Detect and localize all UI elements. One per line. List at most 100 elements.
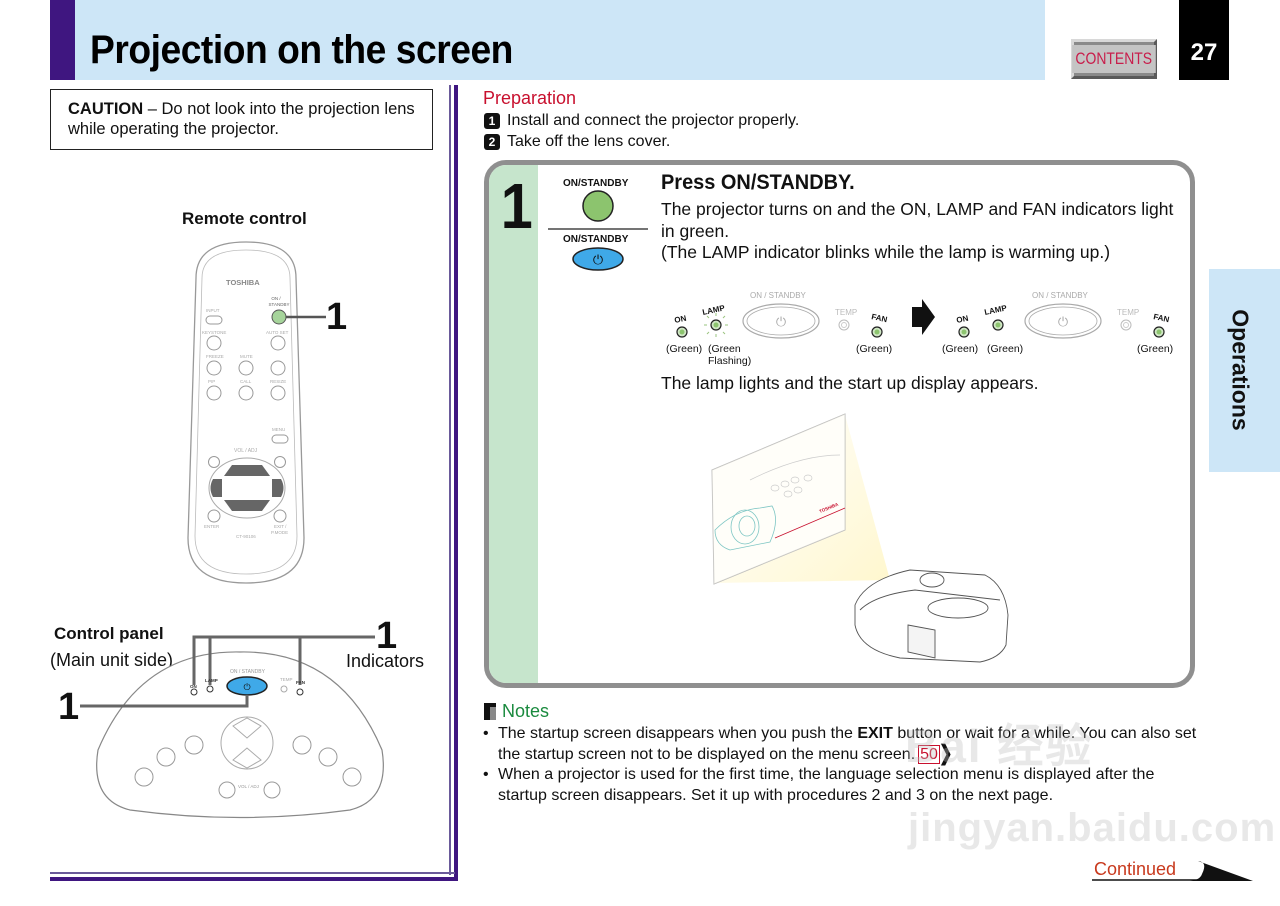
before-lamp-caption: (Green Flashing) [708, 343, 752, 367]
temp-label: TEMP [835, 308, 857, 317]
column-divider-thick [454, 85, 458, 881]
step-number: 1 [500, 170, 533, 242]
svg-text:FAN: FAN [1153, 312, 1171, 324]
bottom-rule [50, 872, 455, 874]
page-title: Projection on the screen [90, 28, 513, 72]
svg-text:STANDBY: STANDBY [269, 302, 290, 307]
svg-text:CALL: CALL [240, 379, 252, 384]
remote-button-label: ON/STANDBY [563, 178, 629, 189]
note-text: button or wait for a while. You can also… [498, 725, 1197, 763]
continued-link[interactable]: Continued [1094, 859, 1177, 879]
control-panel-title: Control panel [54, 624, 164, 643]
remote-model: CT-90106 [236, 534, 256, 539]
contents-button-label: CONTENTS [1072, 45, 1156, 73]
fan-label: FAN [871, 312, 889, 324]
svg-text:P.MODE: P.MODE [271, 530, 288, 535]
step-buttons-illustration: ⏻ [548, 190, 648, 271]
page-reference-link[interactable]: 50 [918, 744, 940, 764]
notes-title-text: Notes [502, 701, 550, 721]
caution-label: CAUTION [68, 100, 144, 118]
remote-control-illustration: TOSHIBA ON / STANDBY INPUT KEYSTONE AUTO… [187, 241, 326, 584]
contents-button[interactable]: CONTENTS [1071, 39, 1157, 79]
lamp-label: LAMP [702, 303, 727, 317]
caution-text: – Do not look into the projection lens w… [68, 100, 415, 138]
after-on-caption: (Green) [942, 343, 979, 355]
step-body-line: (The LAMP indicator blinks while the lam… [661, 242, 1111, 262]
step-heading: Press ON/STANDBY. [661, 171, 855, 194]
svg-text:FREEZE: FREEZE [206, 354, 224, 359]
step-body-line: The projector turns on and the ON, LAMP … [661, 199, 1174, 241]
header-accent-bar [50, 0, 75, 80]
svg-text:TEMP: TEMP [1117, 308, 1139, 317]
watermark-url: jingyan.baidu.com [908, 806, 1277, 850]
step-number-badge: 2 [484, 134, 500, 150]
svg-text:AUTO SET: AUTO SET [266, 330, 289, 335]
panel-label: ON / STANDBY [750, 291, 807, 300]
svg-text:⏻: ⏻ [776, 314, 786, 329]
control-panel-subtitle: (Main unit side) [50, 650, 174, 670]
indicators-label: Indicators [346, 651, 425, 671]
page-number: 27 [1179, 0, 1229, 80]
svg-text:ON / STANDBY: ON / STANDBY [230, 669, 266, 675]
svg-text:PIP: PIP [208, 379, 215, 384]
svg-text:FAN: FAN [296, 680, 305, 685]
svg-text:VOL / ADJ: VOL / ADJ [238, 784, 259, 789]
svg-text:ON: ON [956, 314, 970, 325]
projector-body [854, 569, 1009, 663]
preparation-step: 2 Take off the lens cover. [484, 133, 670, 151]
note-bold-text: EXIT [857, 725, 893, 742]
indicator-state-before: ON LAMP ON / STANDBY ⏻ TEMP FAN [674, 291, 889, 339]
svg-text:LAMP: LAMP [984, 303, 1009, 317]
blue-on-standby-button-icon [572, 247, 624, 271]
column-divider [449, 85, 451, 875]
panel-button-label: ON/STANDBY [563, 234, 629, 245]
power-icon: ⏻ [593, 252, 603, 267]
remote-brand: TOSHIBA [226, 278, 260, 287]
indicators-callout-number: 1 [376, 615, 398, 657]
caution-box: CAUTION – Do not look into the projectio… [50, 89, 433, 150]
section-tab[interactable] [1209, 269, 1280, 472]
notes-list: The startup screen disappears when you p… [482, 724, 1202, 806]
before-fan-caption: (Green) [856, 343, 893, 355]
step-strip [489, 165, 538, 683]
preparation-step: 1 Install and connect the projector prop… [484, 112, 799, 130]
projection-screen [711, 413, 846, 585]
svg-text:EXIT /: EXIT / [274, 524, 287, 529]
remote-title: Remote control [182, 209, 307, 228]
arrow-right-icon [912, 299, 935, 335]
preparation-step-text: Take off the lens cover. [507, 133, 671, 150]
note-text: The startup screen disappears when you p… [498, 725, 858, 742]
note-item: When a projector is used for the first t… [482, 765, 1202, 806]
remote-on-standby-button[interactable] [271, 309, 287, 325]
after-lamp-caption: (Green) [987, 343, 1024, 355]
continued-arrow-icon [1092, 861, 1253, 881]
control-panel-illustration: ON LAMP ON / STANDBY ⏻ TEMP FAN VOL / AD… [80, 635, 384, 819]
notes-icon [484, 703, 496, 720]
step-body: The projector turns on and the ON, LAMP … [661, 199, 1191, 264]
after-fan-caption: (Green) [1137, 343, 1174, 355]
bottom-rule-thick [50, 877, 458, 881]
step-number-badge: 1 [484, 113, 500, 129]
svg-text:RESIZE: RESIZE [270, 379, 286, 384]
button-callout-number: 1 [58, 686, 80, 728]
indicator-diagram: ON LAMP ON / STANDBY ⏻ TEMP FAN ON LAMP … [674, 291, 1171, 339]
projector-illustration: TOSHIBA [711, 413, 1009, 663]
svg-text:ON: ON [190, 684, 197, 689]
svg-text:ON / STANDBY: ON / STANDBY [1032, 291, 1089, 300]
preparation-title: Preparation [483, 88, 577, 108]
svg-text:VOL / ADJ: VOL / ADJ [234, 448, 258, 454]
remote-callout-number: 1 [326, 296, 348, 338]
svg-text:LAMP: LAMP [205, 678, 218, 683]
svg-text:⏻: ⏻ [243, 682, 250, 692]
header-band [50, 0, 1045, 80]
svg-text:MUTE: MUTE [240, 354, 253, 359]
svg-text:⏻: ⏻ [1058, 314, 1068, 329]
notes-title: Notes [484, 701, 549, 722]
on-label: ON [674, 314, 688, 325]
svg-text:INPUT: INPUT [206, 308, 220, 313]
svg-text:TEMP: TEMP [280, 677, 293, 682]
before-on-caption: (Green) [666, 343, 703, 355]
chevron-right-icon: ❯ [938, 742, 953, 765]
step-footer-text: The lamp lights and the start up display… [661, 373, 1039, 393]
indicator-state-after: ON LAMP ON / STANDBY ⏻ TEMP FAN [956, 291, 1171, 339]
